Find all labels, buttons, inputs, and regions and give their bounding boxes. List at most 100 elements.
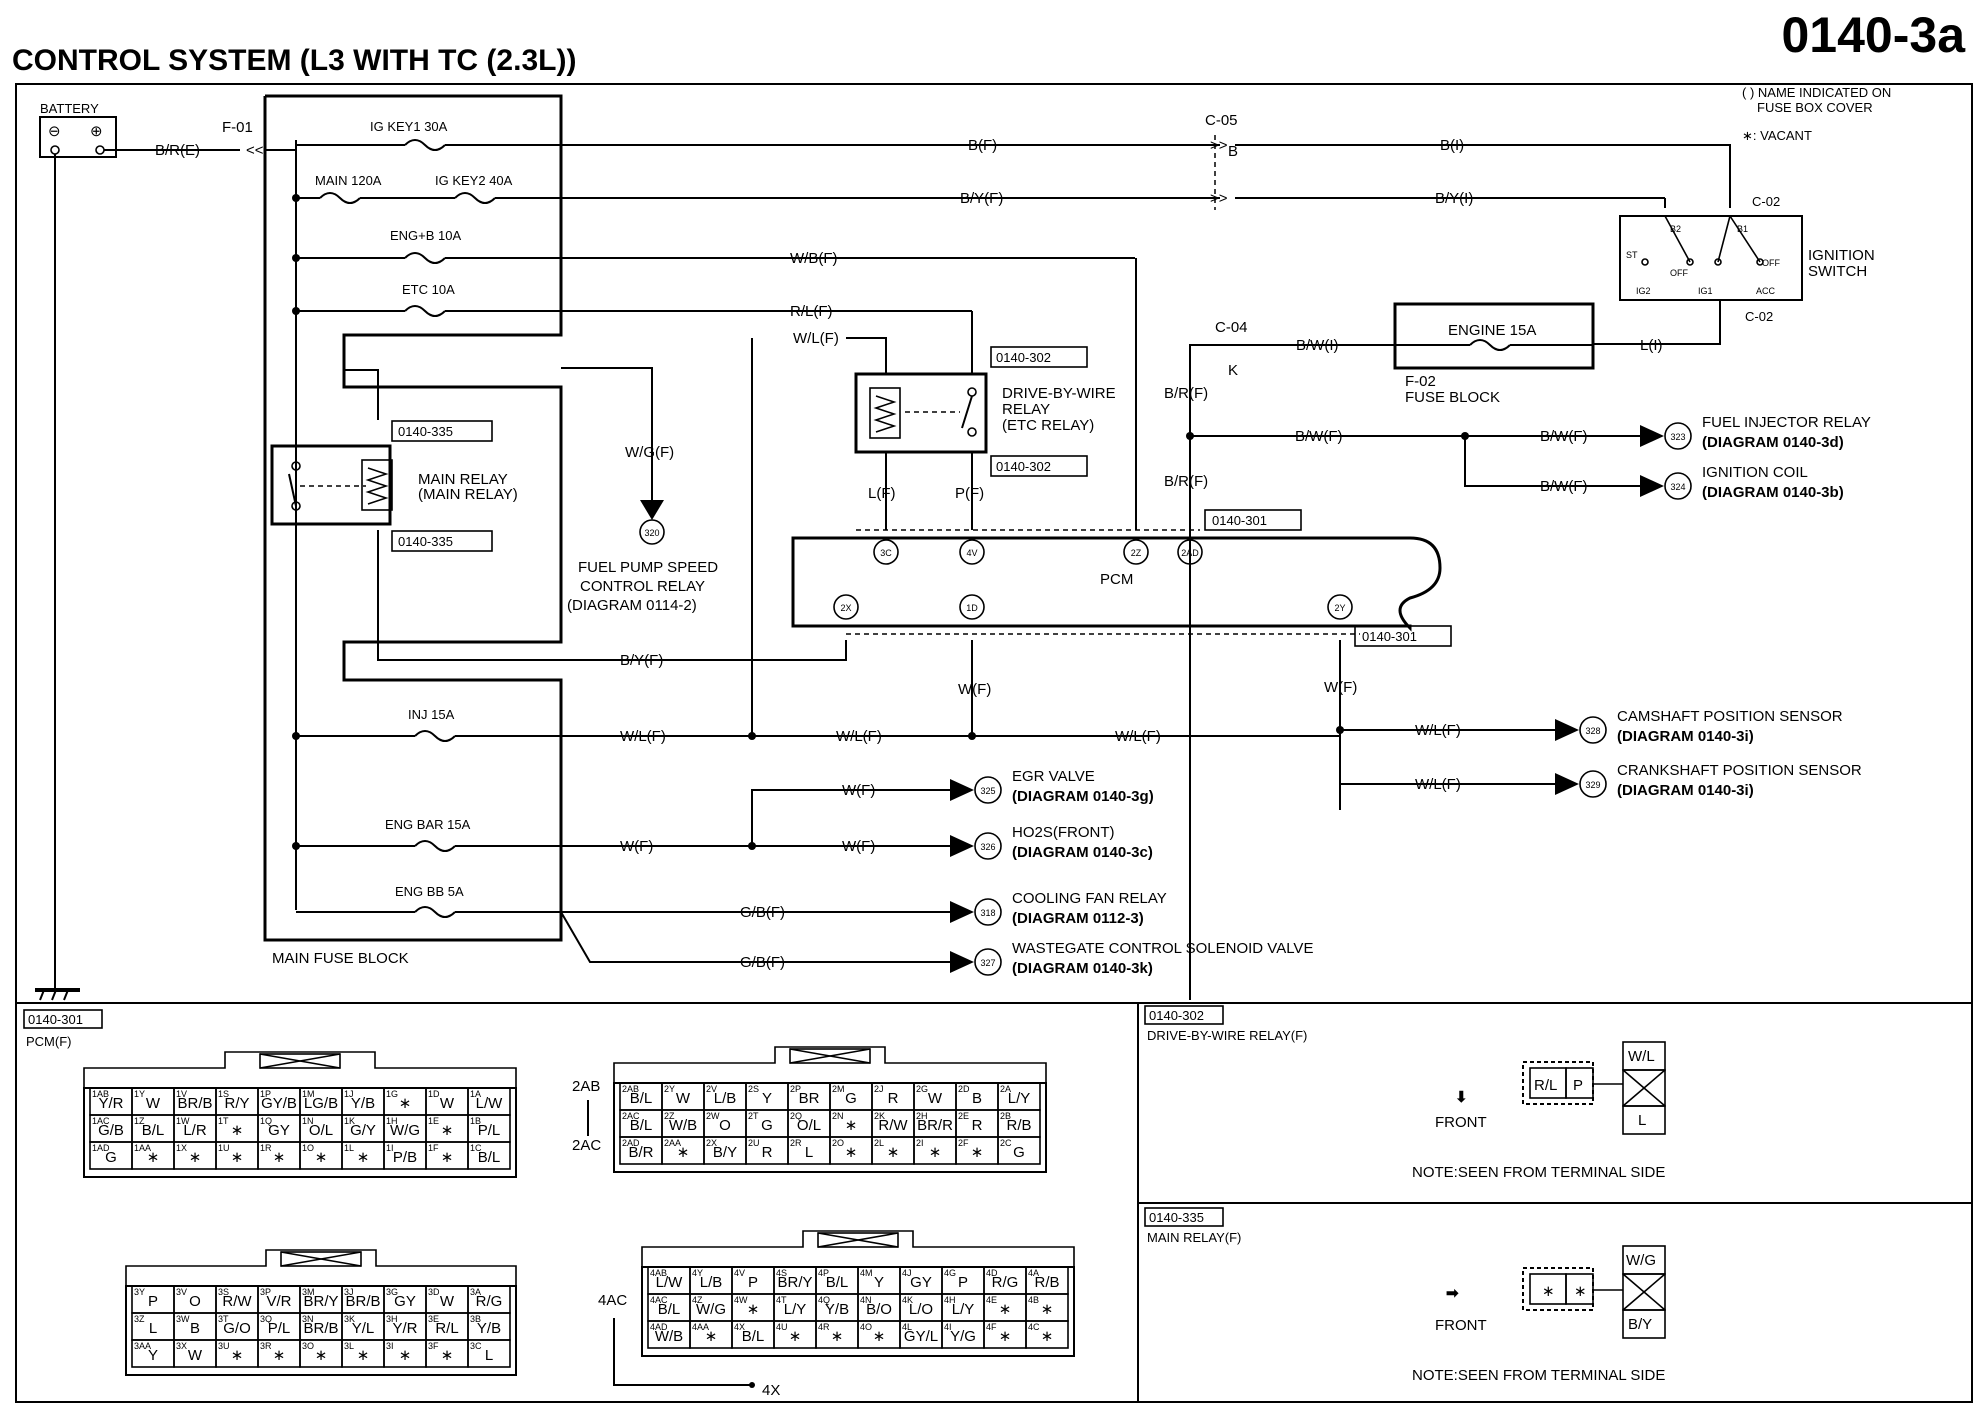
connector-pin-1I: 1IP/B	[383, 1141, 427, 1170]
pin-color: B/L	[658, 1301, 681, 1318]
pin-id: 1B	[470, 1116, 481, 1126]
svg-text:IG2: IG2	[1636, 286, 1651, 296]
pin-color: LG/B	[304, 1095, 338, 1112]
pin-color: R/W	[222, 1293, 252, 1310]
pin-color: GY	[910, 1274, 932, 1291]
pin-color: ∗	[999, 1301, 1012, 1318]
pin-color: ∗	[315, 1347, 328, 1364]
wire-label-gb-f-2: G/B(F)	[740, 954, 785, 971]
svg-text:0140-301: 0140-301	[1212, 513, 1267, 528]
pin-color: L/W	[476, 1095, 504, 1112]
pin-id: 3T	[218, 1314, 229, 1324]
connector-pin-1O: 1O∗	[299, 1141, 343, 1170]
pin-id: 2Q	[790, 1111, 802, 1121]
pin-id: 3Z	[134, 1314, 145, 1324]
destination-diagram: (DIAGRAM 0140-3g)	[1012, 788, 1154, 805]
svg-text:320: 320	[644, 528, 659, 538]
pin-id: 1D	[428, 1089, 440, 1099]
pin-id: 4U	[776, 1322, 788, 1332]
pin-id: 2A	[1000, 1084, 1011, 1094]
pcm-connector-4: 4ABL/W4YL/B4VP4SBR/Y4PB/L4MY4JGY4GP4DR/G…	[641, 1230, 1075, 1357]
arrow-icon	[1640, 475, 1664, 497]
pin-id: 3Y	[134, 1287, 145, 1297]
pin-id: 2T	[748, 1111, 759, 1121]
pin-color: Y/R	[392, 1320, 417, 1337]
pin-id: 4AC	[650, 1295, 668, 1305]
connector-pin-1A: 1AL/W	[467, 1087, 511, 1116]
pin-id: 3W	[176, 1314, 190, 1324]
svg-text:B1: B1	[1737, 224, 1748, 234]
arrow-right-icon: ➡	[1446, 1285, 1459, 1302]
connector-pin-2E: 2ER	[955, 1109, 999, 1138]
pin-id: 3G	[386, 1287, 398, 1297]
connector-pin-2V: 2VL/B	[703, 1082, 747, 1111]
svg-text:FRONT: FRONT	[1435, 1114, 1487, 1131]
pin-color: Y/G	[950, 1328, 976, 1345]
pin-color: ∗	[441, 1149, 454, 1166]
connector-pin-1U: 1U∗	[215, 1141, 259, 1170]
pin-color: P/B	[393, 1149, 417, 1166]
svg-text:0140-301: 0140-301	[1362, 629, 1417, 644]
destination-diagram: (DIAGRAM 0140-3b)	[1702, 484, 1844, 501]
connector-pin-1N: 1NO/L	[299, 1114, 343, 1143]
pin-id: 4D	[986, 1268, 998, 1278]
pin-id: 3L	[344, 1341, 354, 1351]
pin-id: 4C	[1028, 1322, 1040, 1332]
pin-color: Y/B	[477, 1320, 501, 1337]
pin-id: 4X	[734, 1322, 745, 1332]
pin-color: L	[805, 1144, 813, 1161]
legend-note-1: ( ) NAME INDICATED ON	[1742, 85, 1891, 100]
connector-pin-3E: 3ER/L	[425, 1312, 469, 1341]
connector-pin-3I: 3I∗	[383, 1339, 427, 1368]
connector-pin-1X: 1X∗	[173, 1141, 217, 1170]
pin-id: 1E	[428, 1116, 439, 1126]
pin-color: BR/R	[917, 1117, 953, 1134]
connector-hood	[613, 1046, 1047, 1083]
svg-text:0140-335: 0140-335	[398, 534, 453, 549]
pin-id: 1Q	[260, 1116, 272, 1126]
pin-id: 3K	[344, 1314, 355, 1324]
engine-fuse: ENGINE 15A L(I) F-02 FUSE BLOCK	[1393, 302, 1663, 406]
destination-num-label: 325	[980, 786, 995, 796]
pin-id: 2W	[706, 1111, 720, 1121]
connector-pin-4V: 4VP	[731, 1266, 775, 1295]
pin-id: 2X	[706, 1138, 717, 1148]
svg-text:⊖: ⊖	[48, 123, 61, 140]
connector-c05: C-05	[1205, 112, 1238, 129]
pin-color: ∗	[231, 1347, 244, 1364]
wire-label-w-f-5: W(F)	[842, 838, 875, 855]
pin-id: 1I	[386, 1143, 394, 1153]
svg-text:L: L	[1638, 1112, 1646, 1129]
wire-label-l-i: L(I)	[1640, 337, 1663, 354]
svg-text:MAIN 120A: MAIN 120A	[315, 173, 382, 188]
connector-c05-pin: B	[1228, 143, 1238, 160]
pin-color: Y	[148, 1347, 158, 1364]
pin-color: P/L	[478, 1122, 501, 1139]
pin-id: 3A	[470, 1287, 481, 1297]
pcm-connector-1: 1ABY/R1YW1VBR/B1SR/Y1PGY/B1MLG/B1JY/B1G∗…	[83, 1051, 517, 1178]
pin-color: ∗	[357, 1149, 370, 1166]
pin-id: 1G	[386, 1089, 398, 1099]
pin-id: 4AD	[650, 1322, 668, 1332]
pin-id: 4T	[776, 1295, 787, 1305]
svg-text:ENG+B 10A: ENG+B 10A	[390, 228, 462, 243]
pin-color: ∗	[399, 1095, 412, 1112]
destination-number	[974, 776, 1002, 804]
connector-pin-2T: 2TG	[745, 1109, 789, 1138]
fuse-ig-key1: IG KEY1 30A	[296, 119, 1220, 151]
pin-color: ∗	[887, 1144, 900, 1161]
pin-id: 2P	[790, 1084, 801, 1094]
connector-pin-3P: 3PV/R	[257, 1285, 301, 1314]
pin-id: 2B	[1000, 1111, 1011, 1121]
page-number: 0140-3a	[1782, 7, 1967, 63]
svg-text:W/L: W/L	[1628, 1048, 1655, 1065]
connector-pin-2I: 2I∗	[913, 1136, 957, 1165]
connector-pin-4I: 4IY/G	[941, 1320, 985, 1349]
connector-pin-3B: 3BY/B	[467, 1312, 511, 1341]
